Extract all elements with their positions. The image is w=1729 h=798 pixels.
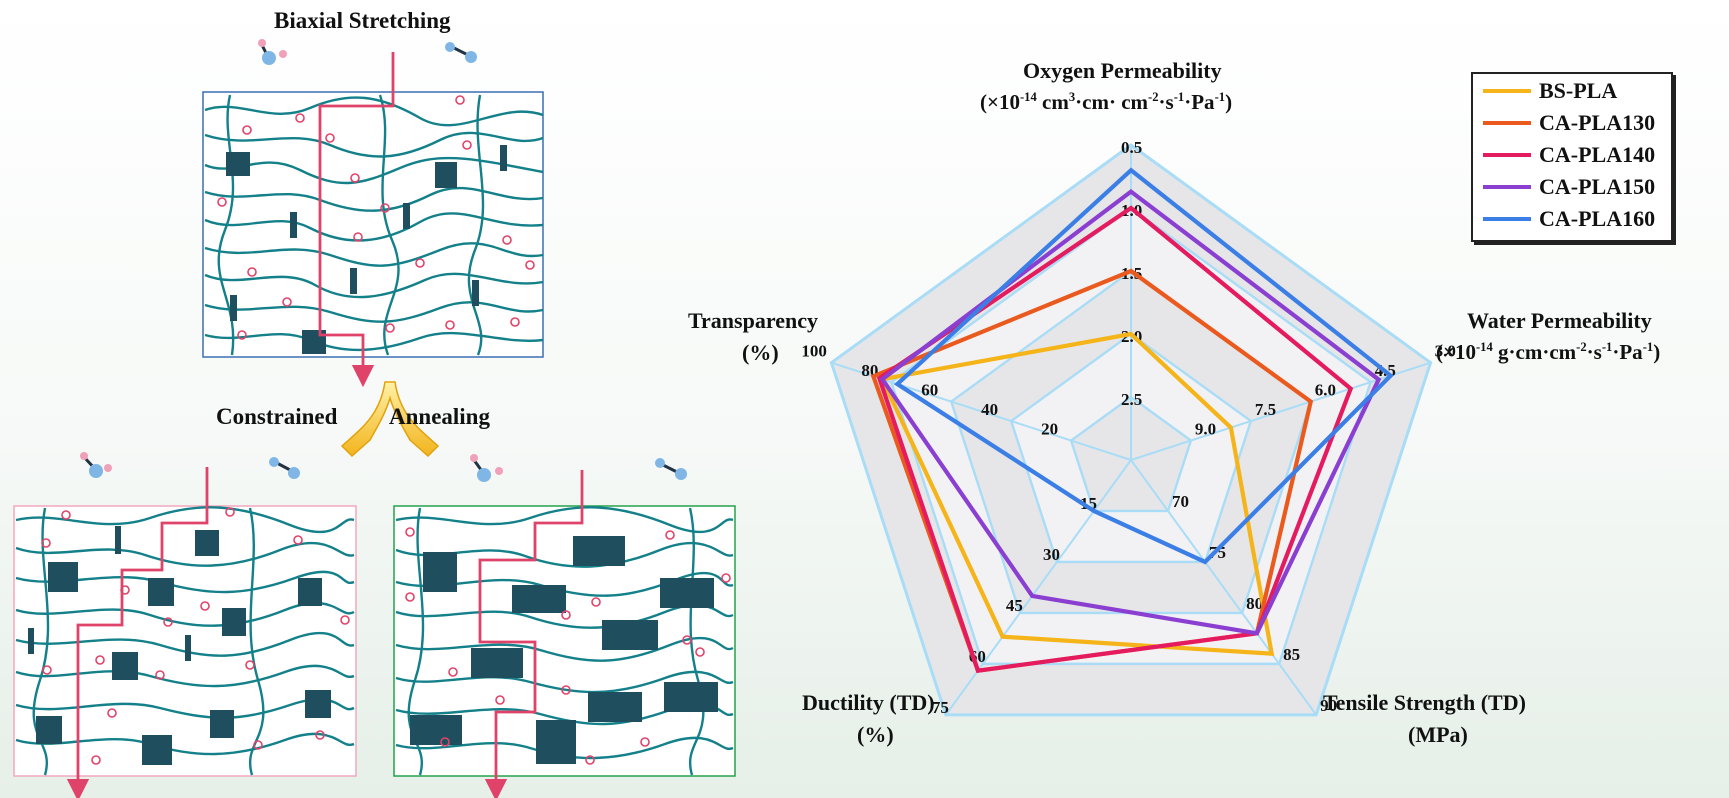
radar-tick-label: 75 — [932, 698, 949, 717]
radar-spoke — [1130, 459, 1317, 716]
annealing-title: Annealing — [389, 404, 490, 429]
crystallites — [28, 526, 331, 765]
legend-item: CA-PLA160 — [1473, 204, 1655, 234]
polymer-chains — [204, 94, 544, 356]
legend-swatch — [1483, 121, 1531, 125]
bottom-right-diagram — [393, 454, 736, 798]
constrained-title: Constrained — [216, 404, 338, 429]
radar-tick-label: 85 — [1283, 645, 1300, 664]
axis-name-oxygen: Oxygen Permeability — [1023, 58, 1222, 83]
entanglements — [405, 527, 731, 765]
axis-name-ductility: Ductility (TD) — [802, 690, 935, 715]
radar-tick-label: 9.0 — [1195, 420, 1216, 439]
radar-tick-label: 45 — [1006, 596, 1023, 615]
molecule-icon — [655, 458, 687, 480]
radar-tick-label: 7.5 — [1255, 400, 1276, 419]
stretched-film-box — [202, 91, 544, 358]
legend-swatch — [1483, 217, 1531, 221]
molecule-icon — [269, 457, 300, 479]
axis-name-tensile: Tensile Strength (TD) — [1323, 690, 1526, 715]
molecule-icon — [470, 454, 503, 482]
axis-unit-transparency: (%) — [742, 340, 779, 365]
legend-label: CA-PLA140 — [1539, 142, 1656, 167]
molecule-icon — [258, 39, 287, 65]
radar-tick-label: 0.5 — [1121, 138, 1142, 157]
top-diagram — [202, 39, 544, 388]
radar-tick-label: 30 — [1043, 545, 1060, 564]
molecule-icon — [80, 452, 112, 478]
radar-tick-label: 2.5 — [1121, 390, 1142, 409]
radar-tick-label: 3.0 — [1435, 342, 1456, 361]
chart-legend: BS-PLA CA-PLA130 CA-PLA140 CA-PLA150 CA-… — [1471, 72, 1673, 242]
radar-tick-label: 20 — [1041, 420, 1058, 439]
legend-item: BS-PLA — [1473, 76, 1617, 106]
axis-name-water: Water Permeability — [1467, 308, 1652, 333]
legend-item: CA-PLA130 — [1473, 108, 1655, 138]
radar-tick-label: 40 — [981, 400, 998, 419]
legend-item: CA-PLA140 — [1473, 140, 1655, 170]
legend-swatch — [1483, 153, 1531, 157]
diffusion-path — [478, 470, 584, 798]
radar-tick-label: 90 — [1320, 696, 1337, 715]
crystallites — [410, 536, 718, 764]
biaxial-stretching-title: Biaxial Stretching — [274, 8, 451, 33]
legend-label: CA-PLA150 — [1539, 174, 1656, 199]
series-line-bs-pla — [879, 331, 1275, 656]
crystallites — [226, 145, 507, 354]
radar-tick-label: 80 — [1246, 594, 1263, 613]
series-line-ca-pla150 — [879, 188, 1382, 636]
radar-tick-label: 70 — [1172, 492, 1189, 511]
axis-name-transparency: Transparency — [688, 308, 818, 333]
bottom-left-diagram — [13, 452, 357, 798]
diffusion-path — [318, 52, 395, 388]
legend-item: CA-PLA150 — [1473, 172, 1655, 202]
axis-unit-tensile: (MPa) — [1408, 722, 1468, 747]
diffusion-path — [66, 467, 209, 798]
entanglements — [217, 95, 535, 340]
legend-swatch — [1483, 89, 1531, 93]
legend-label: CA-PLA160 — [1539, 206, 1656, 231]
series-line-ca-pla160 — [893, 167, 1394, 565]
radar-tick-label: 100 — [801, 342, 827, 361]
axis-unit-ductility: (%) — [857, 722, 894, 747]
legend-label: BS-PLA — [1539, 78, 1618, 103]
axis-unit-oxygen: (×10-14 cm3·cm· cm-2·s-1·Pa-1) — [980, 90, 1233, 114]
legend-swatch — [1483, 185, 1531, 189]
legend-label: CA-PLA130 — [1539, 110, 1656, 135]
axis-unit-water: (×10-14 g·cm·cm-2·s-1·Pa-1) — [1436, 340, 1661, 364]
entanglements — [41, 507, 350, 765]
radar-tick-label: 6.0 — [1315, 381, 1336, 400]
split-arrow-icon — [340, 381, 440, 458]
molecule-icon — [445, 42, 477, 63]
radar-tick-label: 60 — [921, 381, 938, 400]
radar-chart: 0.51.01.52.02.53.04.56.07.59.09085807570… — [801, 138, 1455, 717]
